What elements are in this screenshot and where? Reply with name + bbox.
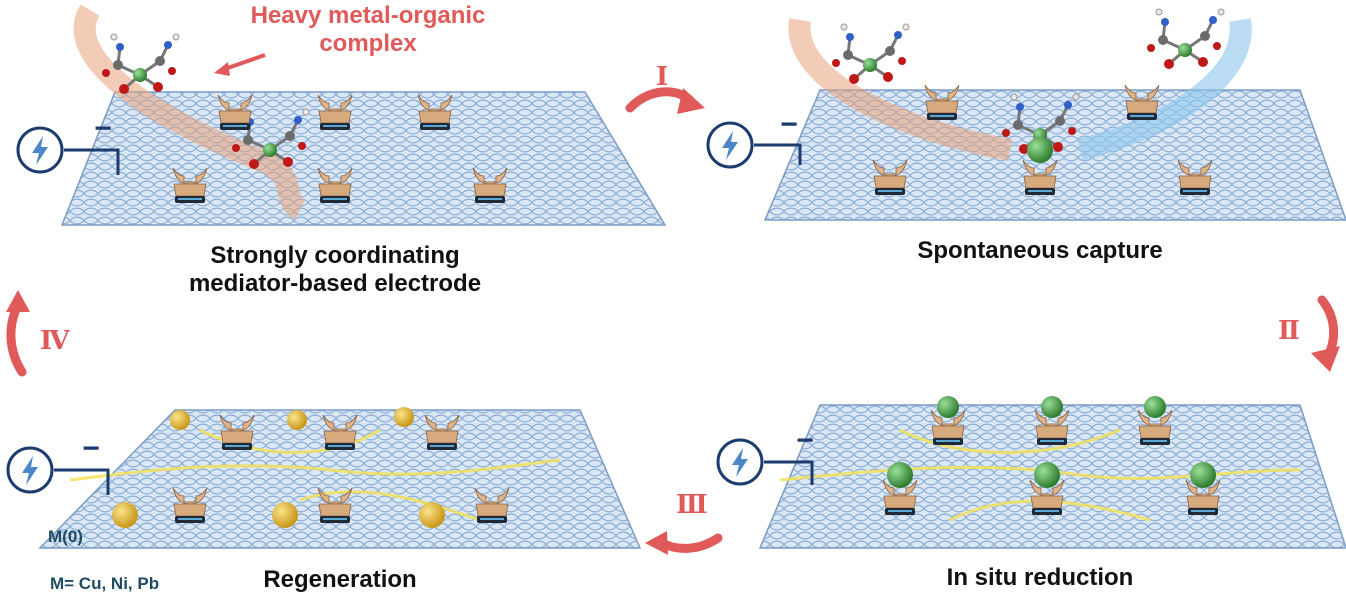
- electrode-sign: −: [94, 112, 112, 145]
- lightning-icon: [706, 121, 754, 169]
- panel-label-top-right: Spontaneous capture: [917, 237, 1163, 264]
- metal-ball-icon: [1027, 137, 1053, 163]
- electrode-sign: −: [796, 424, 814, 457]
- metal-state-label: M(0): [48, 527, 83, 546]
- panel-label-top-left: Strongly coordinating mediator-based ele…: [188, 242, 482, 297]
- metals-list-label: M= Cu, Ni, Pb: [50, 574, 160, 593]
- lightning-icon: [716, 438, 764, 486]
- metal-ball-icon: [1190, 462, 1216, 488]
- metal-ball-icon: [112, 502, 138, 528]
- panel-label-bottom-left: Regeneration: [263, 566, 417, 593]
- electrode-sign: −: [82, 432, 100, 465]
- step-label-2: Ⅱ: [1278, 316, 1300, 346]
- panel-label-bottom-right: In situ reduction: [946, 564, 1134, 591]
- metal-ball-icon: [419, 502, 445, 528]
- electrode-mesh-top-right: [763, 89, 1346, 221]
- metal-ball-icon: [1034, 462, 1060, 488]
- step-label-1: Ⅰ: [656, 62, 669, 92]
- metal-ball-icon: [1144, 396, 1166, 418]
- step-label-3: Ⅲ: [676, 490, 708, 520]
- metal-ball-icon: [272, 502, 298, 528]
- electrode-mesh-top-left: [60, 91, 667, 226]
- metal-ball-icon: [1041, 396, 1063, 418]
- lightning-icon: [16, 126, 64, 174]
- metal-ball-icon: [287, 410, 307, 430]
- complex-title: Heavy metal-organic complex: [250, 2, 486, 57]
- arrow-step-3: [655, 533, 723, 553]
- metal-ball-icon: [170, 410, 190, 430]
- metal-ball-icon: [394, 407, 414, 427]
- arrow-step-4: [6, 300, 27, 377]
- metal-ball-icon: [937, 396, 959, 418]
- electrode-sign: −: [780, 108, 798, 141]
- step-label-4: Ⅳ: [40, 326, 70, 356]
- lightning-icon: [6, 446, 54, 494]
- metal-complex-icon: [830, 22, 911, 86]
- metal-ball-icon: [887, 462, 913, 488]
- metal-complex-icon: [1145, 7, 1226, 71]
